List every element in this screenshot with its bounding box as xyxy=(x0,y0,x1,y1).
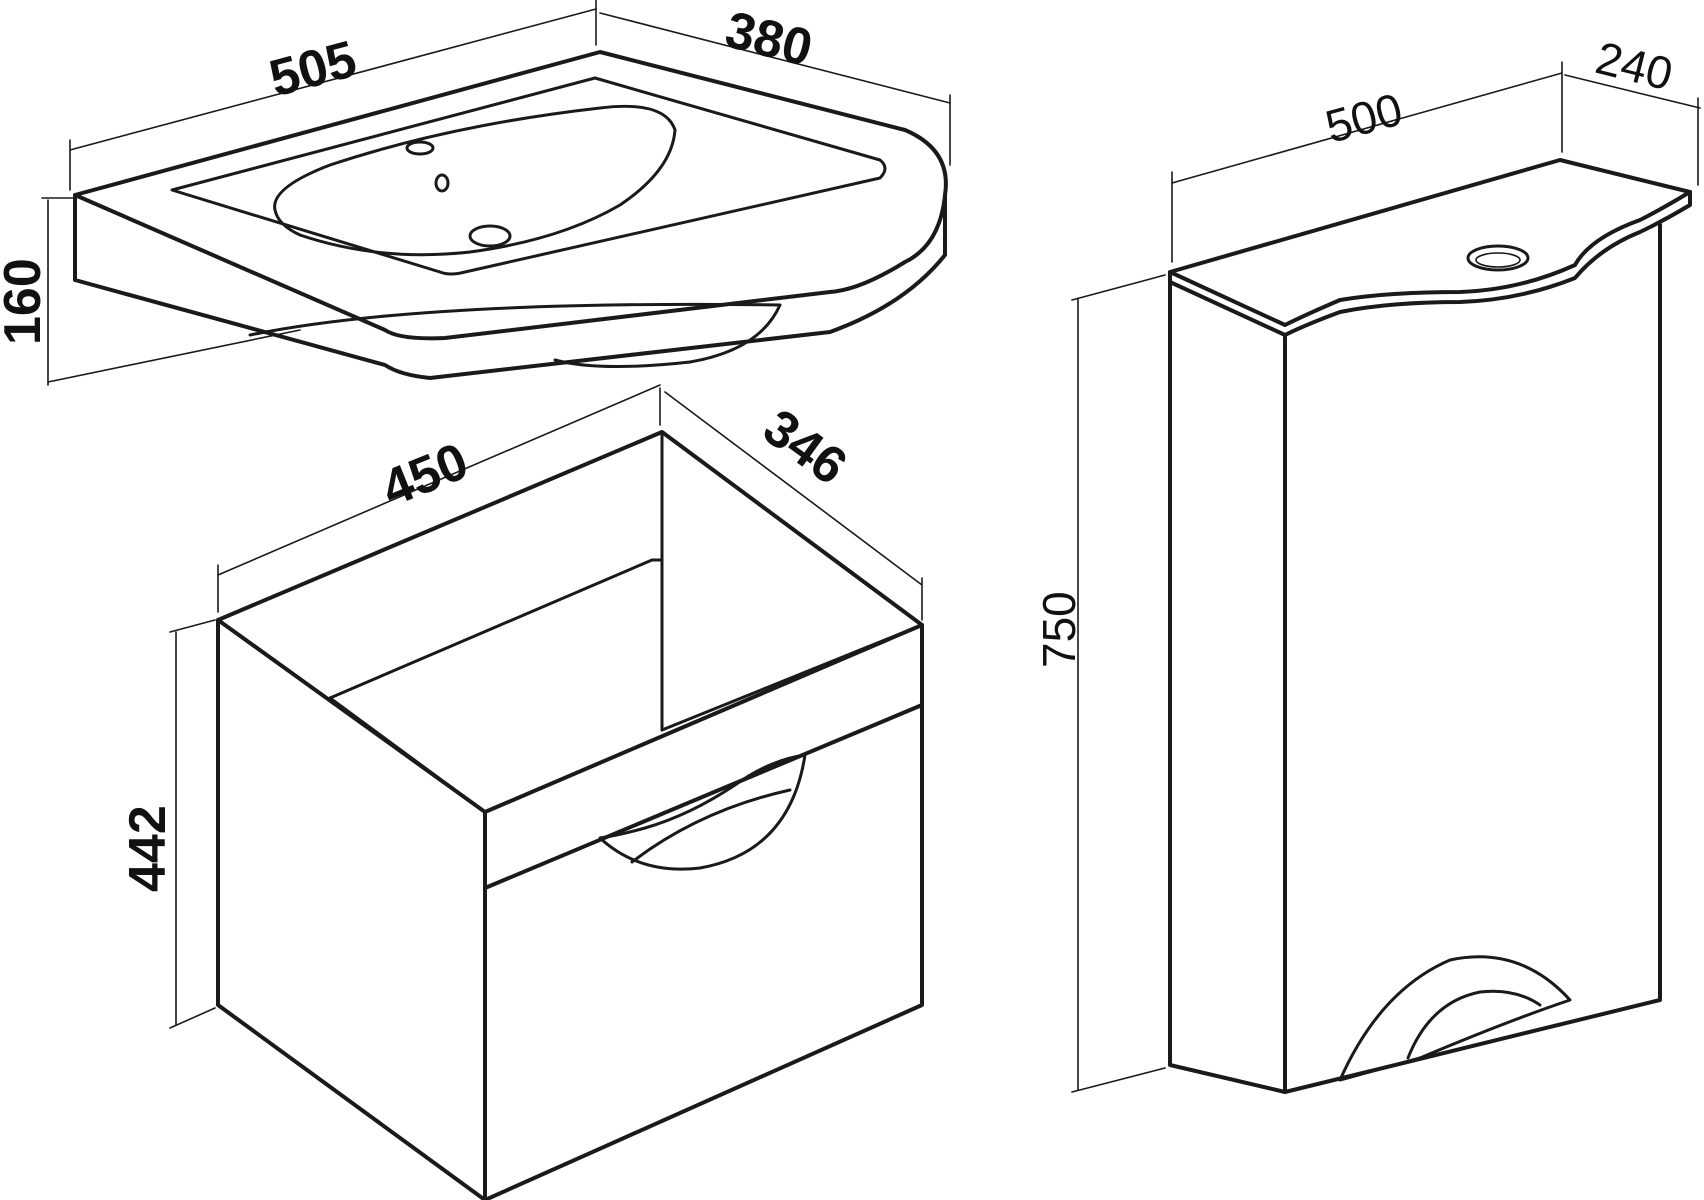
cabinet-right-edge xyxy=(483,623,924,1200)
cabinet-inner-base xyxy=(660,623,924,732)
tap-hole xyxy=(405,140,435,156)
cabinet-inner-divider xyxy=(328,558,664,700)
sink-dimensions: 505 380 160 xyxy=(0,0,951,386)
mirror-depth-label: 240 xyxy=(1591,31,1678,100)
cabinet-height-label: 442 xyxy=(119,805,177,892)
drawer-handle xyxy=(598,753,807,871)
drawer-handle-inner xyxy=(630,788,792,864)
mirror-top-hole xyxy=(1466,244,1530,272)
sink-bowl xyxy=(273,104,677,257)
sink-rim-outline xyxy=(73,50,948,341)
cabinet-width-label: 450 xyxy=(374,432,476,518)
sink-depth-label: 380 xyxy=(720,1,818,78)
mirror-right-edge xyxy=(1283,223,1662,1094)
sink-height-label: 160 xyxy=(0,258,52,345)
base-cabinet-drawing: 450 346 442 xyxy=(119,384,924,1200)
sink-drawing: 505 380 160 xyxy=(0,0,951,386)
cabinet-left-side xyxy=(216,618,487,1200)
mirror-top-edge xyxy=(1168,190,1692,337)
sink-under-bowl xyxy=(248,302,782,369)
mirror-width-label: 500 xyxy=(1320,83,1408,153)
mirror-height-label: 750 xyxy=(1033,591,1085,668)
mirror-top-face xyxy=(1168,158,1692,327)
overflow-hole xyxy=(434,173,450,193)
mirror-dimensions: 500 240 750 xyxy=(1033,31,1701,1093)
mirror-left-side xyxy=(1168,280,1287,1094)
mirror-handle-inner xyxy=(1406,989,1542,1060)
mirror-handle xyxy=(1338,955,1572,1082)
sink-width-label: 505 xyxy=(264,30,363,108)
drain-hole xyxy=(468,224,512,248)
cabinet-dimensions: 450 346 442 xyxy=(119,384,923,1029)
mirror-cabinet-drawing: 500 240 750 xyxy=(1033,31,1701,1094)
sink-basin-rim xyxy=(170,76,887,276)
cabinet-inner-edge xyxy=(328,696,487,814)
cabinet-depth-label: 346 xyxy=(753,398,857,496)
mirror-top-hole-inner xyxy=(1475,252,1521,268)
sink-front-face xyxy=(73,193,947,380)
drawer-top-line xyxy=(483,703,924,890)
